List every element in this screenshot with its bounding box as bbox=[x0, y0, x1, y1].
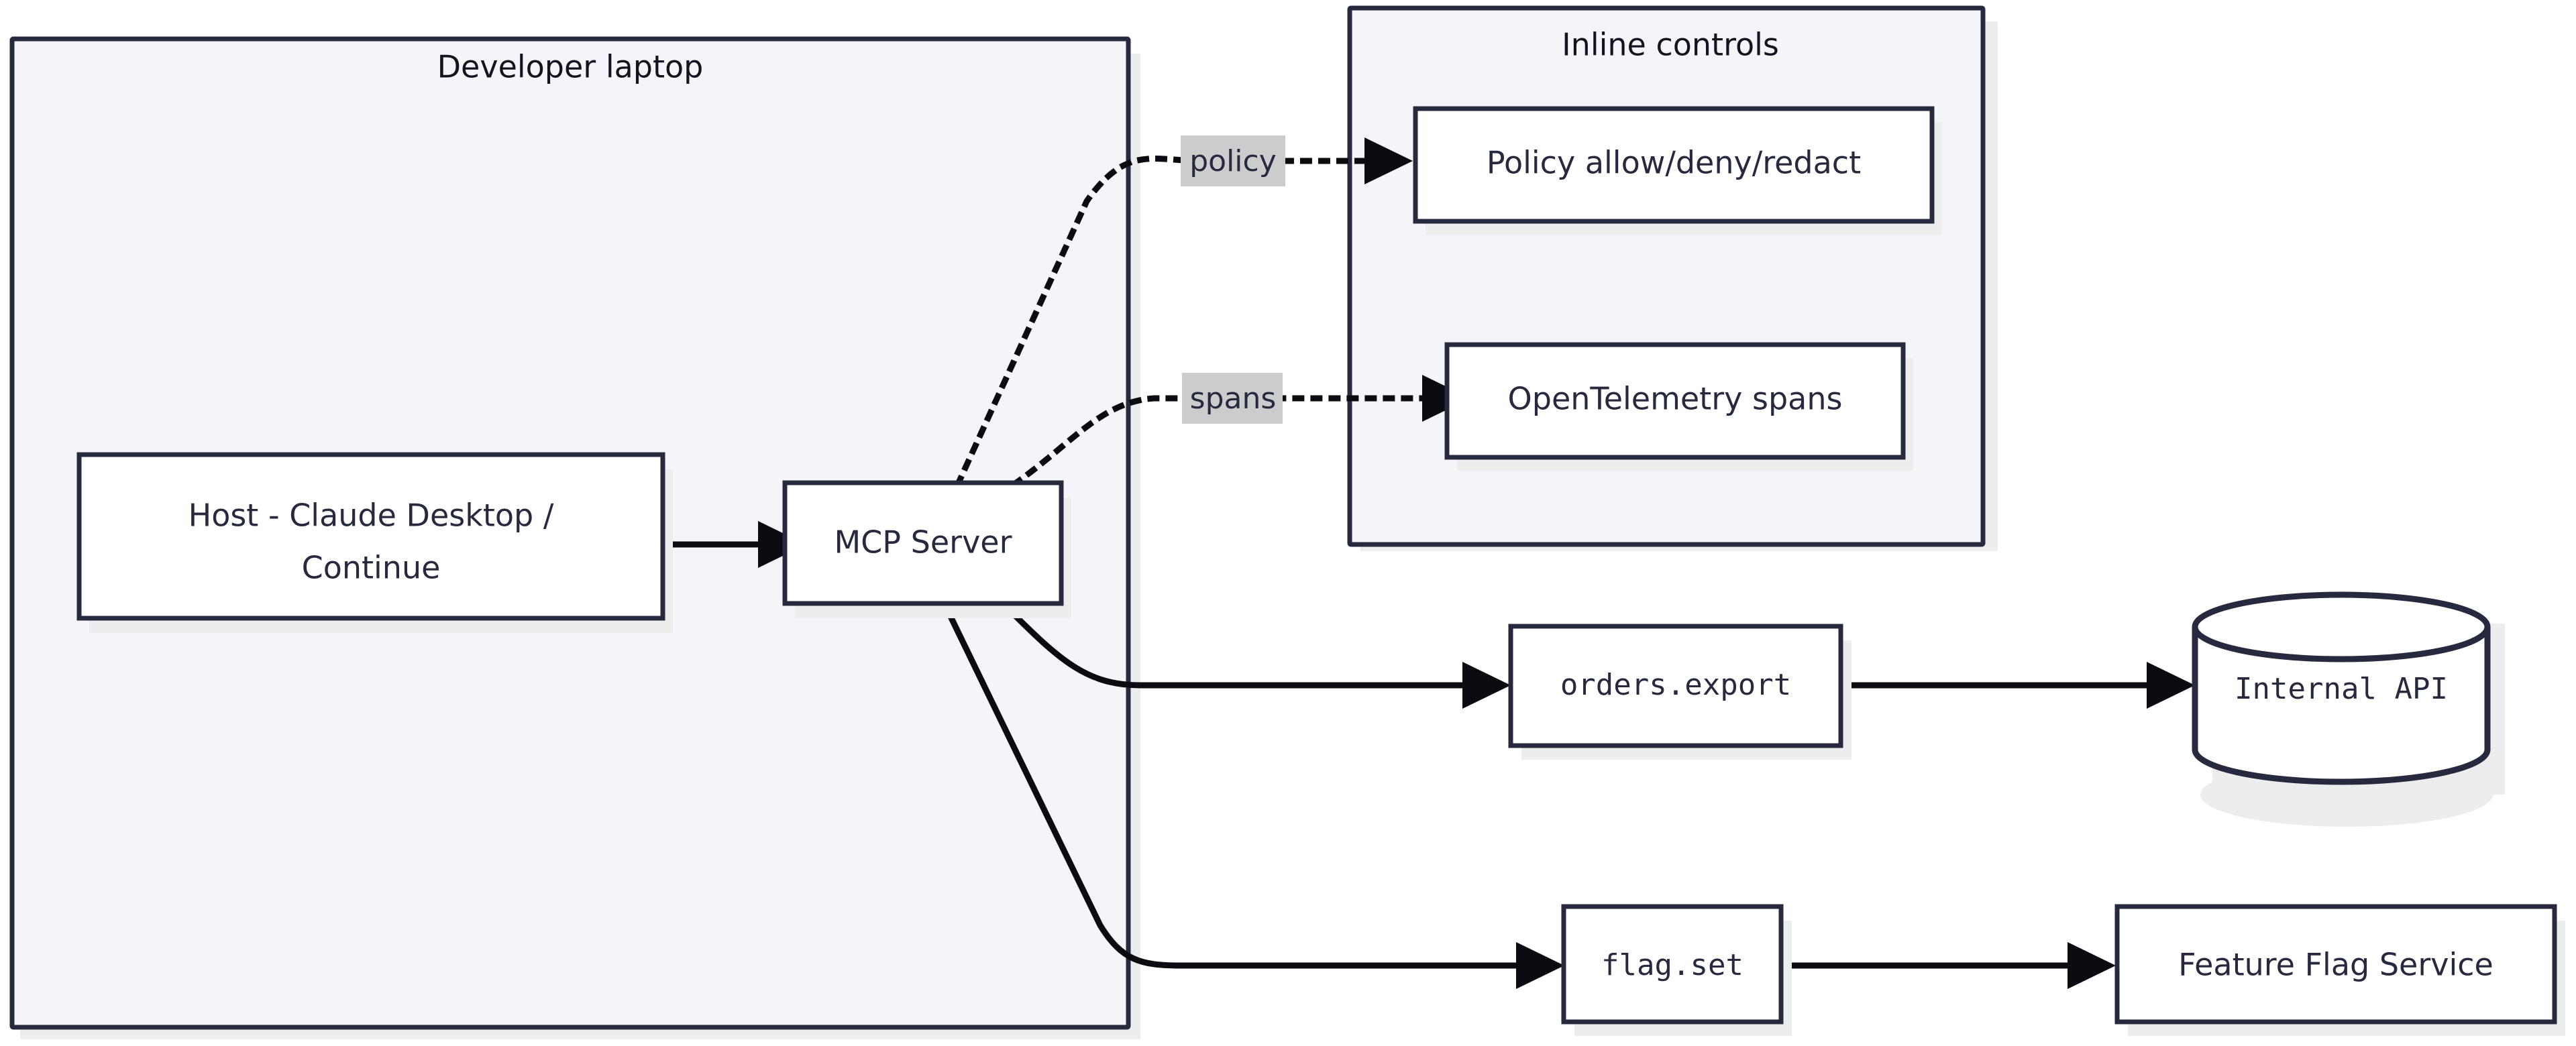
node-feature-flag-service-rect[interactable] bbox=[2114, 904, 2557, 1025]
edge-flag-to-service bbox=[1779, 942, 2116, 989]
node-host[interactable]: Host - Claude Desktop / Continue bbox=[76, 452, 673, 633]
edge-orders-to-internal-api bbox=[1838, 662, 2195, 709]
node-policy-label: Policy allow/deny/redact bbox=[1487, 145, 1861, 181]
node-feature-flag-service[interactable]: Feature Flag Service bbox=[2114, 904, 2565, 1036]
node-orders-export-rect[interactable] bbox=[1508, 624, 1843, 748]
node-mcp-server[interactable]: MCP Server bbox=[782, 480, 1071, 618]
arrow-head-icon bbox=[1516, 942, 1564, 989]
node-internal-api-body[interactable] bbox=[2192, 627, 2491, 785]
node-orders-export-label: orders.export bbox=[1560, 668, 1791, 702]
arrow-head-icon bbox=[1462, 662, 1511, 709]
edge-mcp-to-spans: spans bbox=[1010, 373, 1470, 489]
edge-mcp-to-policy-path bbox=[954, 156, 1368, 488]
arrow-head-icon bbox=[2068, 942, 2116, 989]
edge-host-to-mcp bbox=[668, 521, 806, 568]
edge-mcp-to-spans-path bbox=[1010, 395, 1426, 489]
node-host-rect[interactable] bbox=[76, 452, 665, 621]
node-feature-flag-service-label: Feature Flag Service bbox=[2178, 947, 2493, 983]
node-host-label-line2: Continue bbox=[302, 550, 441, 586]
node-internal-api-label: Internal API bbox=[2235, 672, 2448, 706]
cluster-developer-laptop-title: Developer laptop bbox=[437, 49, 704, 85]
node-host-label-line1: Host - Claude Desktop / bbox=[189, 498, 554, 534]
arrow-head-icon bbox=[2147, 662, 2195, 709]
node-otel-spans[interactable]: OpenTelemetry spans bbox=[1444, 342, 1913, 471]
node-internal-api-top bbox=[2192, 591, 2491, 662]
edge-mcp-to-flag-path bbox=[943, 605, 1516, 969]
edge-label-background bbox=[1181, 135, 1285, 186]
edge-label-spans: spans bbox=[1190, 382, 1277, 416]
node-flag-set-label: flag.set bbox=[1601, 948, 1743, 982]
node-mcp-server-rect[interactable] bbox=[782, 480, 1064, 606]
edge-mcp-to-orders-path bbox=[1004, 604, 1462, 689]
edge-mcp-to-flag bbox=[943, 605, 1564, 989]
node-flag-set[interactable]: flag.set bbox=[1561, 904, 1792, 1036]
cluster-inline-controls-title: Inline controls bbox=[1562, 27, 1779, 63]
edge-label-background bbox=[1182, 373, 1283, 424]
edge-mcp-to-orders bbox=[1004, 604, 1511, 709]
node-flag-set-rect[interactable] bbox=[1561, 904, 1784, 1025]
edge-mcp-to-policy: policy bbox=[954, 135, 1413, 488]
node-otel-spans-rect[interactable] bbox=[1444, 342, 1906, 460]
node-internal-api[interactable]: Internal API bbox=[2192, 591, 2506, 827]
arrow-head-icon bbox=[1364, 137, 1413, 184]
node-policy-rect[interactable] bbox=[1413, 106, 1935, 224]
node-otel-spans-label: OpenTelemetry spans bbox=[1508, 381, 1843, 417]
node-mcp-server-label: MCP Server bbox=[834, 524, 1012, 561]
node-policy[interactable]: Policy allow/deny/redact bbox=[1413, 106, 1942, 235]
edge-label-policy: policy bbox=[1189, 144, 1277, 178]
node-orders-export[interactable]: orders.export bbox=[1508, 624, 1851, 760]
arrow-head-icon bbox=[758, 521, 806, 568]
